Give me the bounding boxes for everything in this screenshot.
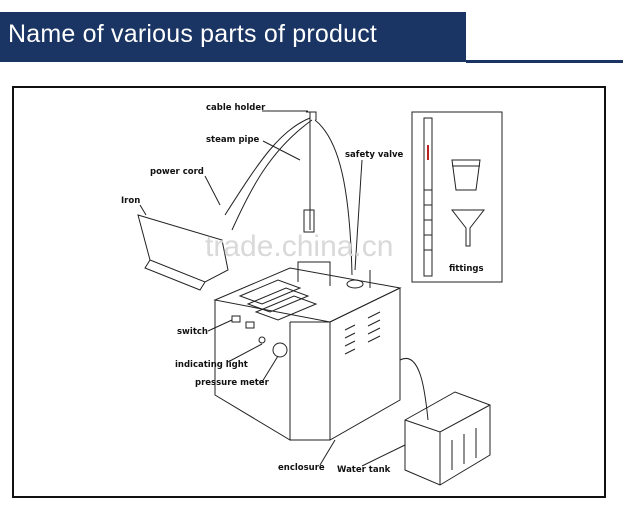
label-iron: Iron [121,196,140,206]
enclosure-body [290,287,401,441]
safety-valve-icon [346,279,364,289]
diagram-frame [12,86,606,498]
label-fittings: fittings [449,264,484,274]
label-water-tank: Water tank [337,465,391,475]
label-enclosure: enclosure [278,463,325,473]
switch-icon [231,315,241,323]
indicating-light-icon [258,336,266,344]
header-banner [0,12,466,62]
watermark-text: trade.china.cn [205,230,393,263]
water-tank-icon [404,391,491,486]
funnel-icon [450,209,486,247]
measuring-tube-icon [423,117,433,277]
page-title: Name of various parts of product [8,20,378,48]
measuring-cup-icon [451,159,481,191]
pressure-meter-icon [272,342,288,358]
iron-icon [137,214,229,283]
label-steam-pipe: steam pipe [206,135,260,145]
header-rule [466,60,623,63]
label-safety-valve: safety valve [345,150,404,160]
label-pressure-meter: pressure meter [195,378,270,388]
label-cable-holder: cable holder [206,103,266,113]
label-indicating-light: indicating light [175,360,248,370]
fittings-box [411,111,503,283]
steam-pipe [224,117,311,216]
label-switch: switch [177,327,208,337]
label-power-cord: power cord [150,167,204,177]
